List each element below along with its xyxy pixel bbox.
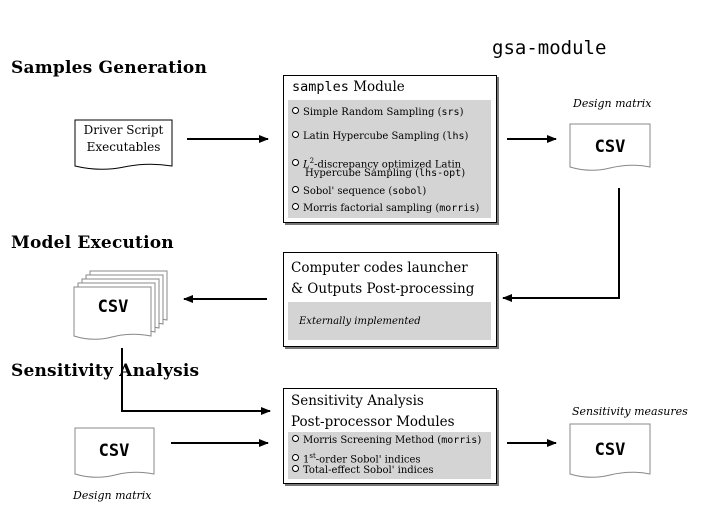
csv-document-sensitivity-measures: CSV xyxy=(569,423,651,478)
method-item-sobol: Sobol' sequence (sobol) xyxy=(292,186,426,198)
driver-script-line-2: Executables xyxy=(86,140,161,154)
sa-item-total-effect-sobol: Total-effect Sobol' indices xyxy=(292,465,434,477)
method-item-lhs-opt: L2-discrepancy optimized Latin xyxy=(292,155,461,171)
method-item-srs: Simple Random Sampling (srs) xyxy=(292,107,463,119)
section-heading-sensitivity: Sensitivity Analysis xyxy=(11,361,200,381)
driver-script-text: Driver Script Executables xyxy=(75,122,172,156)
sa-item-morris: Morris Screening Method (morris) xyxy=(292,435,481,447)
bullet-icon xyxy=(292,159,299,167)
bullet-icon xyxy=(292,203,299,210)
method-item-lhs: Latin Hypercube Sampling (lhs) xyxy=(292,131,468,143)
launcher-module-box: Computer codes launcher & Outputs Post-p… xyxy=(283,252,497,347)
csv-document-design-matrix-top: CSV xyxy=(569,123,651,171)
sa-item-first-order-sobol: 1st-order Sobol' indices xyxy=(292,450,421,466)
sa-module-title-line-2: Post-processor Modules xyxy=(291,414,455,430)
csv-stack-model-outputs: CSV xyxy=(73,270,168,340)
csv-label: CSV xyxy=(98,297,129,317)
driver-script-document xyxy=(74,119,173,170)
samples-module-title: samples Module xyxy=(292,77,405,97)
samples-methods-panel: Simple Random Sampling (srs) Latin Hyper… xyxy=(288,100,491,218)
csv-label: CSV xyxy=(595,440,626,460)
csv-label: CSV xyxy=(99,441,130,461)
samples-module-title-code: samples xyxy=(292,79,349,95)
launcher-note: Externally implemented xyxy=(299,316,421,327)
caption-design-matrix-bottom: Design matrix xyxy=(73,489,152,502)
bullet-icon xyxy=(292,107,299,114)
csv-label: CSV xyxy=(595,137,626,157)
launcher-module-title-line-2: & Outputs Post-processing xyxy=(291,281,475,297)
section-heading-model: Model Execution xyxy=(11,233,174,253)
samples-module-box: samples Module Simple Random Sampling (s… xyxy=(283,75,497,223)
bullet-icon xyxy=(292,454,299,462)
arrow-csv-to-launcher xyxy=(502,188,620,302)
sa-module-box: Sensitivity Analysis Post-processor Modu… xyxy=(283,388,497,484)
caption-sensitivity-measures: Sensitivity measures xyxy=(572,405,688,418)
caption-design-matrix-top: Design matrix xyxy=(573,97,652,110)
samples-module-title-text: Module xyxy=(348,79,405,95)
section-heading-samples: Samples Generation xyxy=(11,58,208,78)
driver-script-line-1: Driver Script xyxy=(83,123,164,137)
launcher-module-title-line-1: Computer codes launcher xyxy=(291,260,468,276)
sa-methods-panel: Morris Screening Method (morris) 1st-ord… xyxy=(288,432,491,479)
arrow-outputs-to-sa xyxy=(121,348,271,415)
method-item-morris: Morris factorial sampling (morris) xyxy=(292,203,479,215)
bullet-icon xyxy=(292,435,299,442)
diagram-title: gsa-module xyxy=(492,37,607,59)
method-item-lhs-opt-line-2: Hypercube Sampling (lhs-opt) xyxy=(305,168,466,179)
bullet-icon xyxy=(292,465,299,472)
bullet-icon xyxy=(292,186,299,193)
sa-module-title-line-1: Sensitivity Analysis xyxy=(291,393,424,409)
bullet-icon xyxy=(292,131,299,138)
launcher-note-panel: Externally implemented xyxy=(288,302,491,340)
csv-document-design-matrix-bottom: CSV xyxy=(74,427,155,478)
